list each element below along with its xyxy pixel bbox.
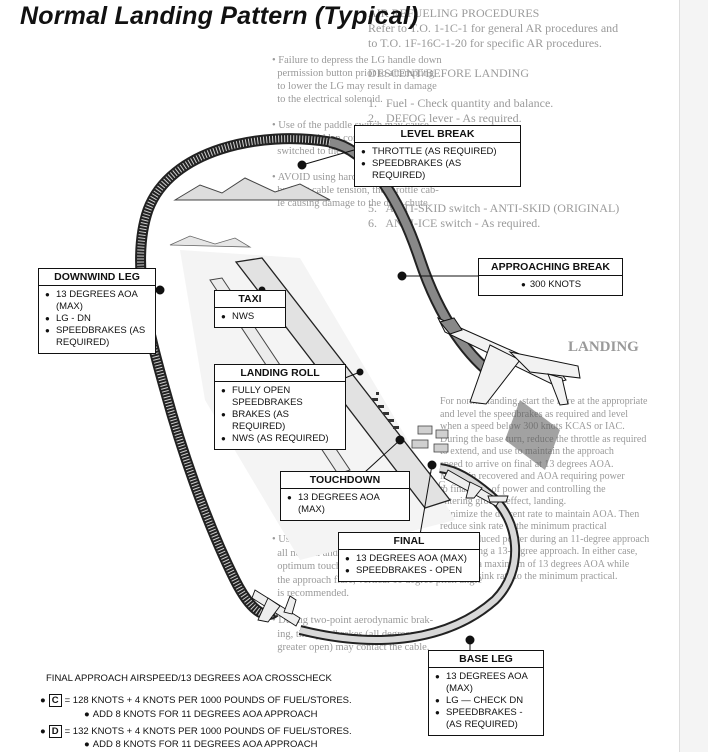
callout-level-break: LEVEL BREAK THROTTLE (AS REQUIRED) SPEED… bbox=[354, 125, 521, 187]
callout-item: 13 DEGREES AOA (MAX) bbox=[435, 671, 538, 695]
callout-title: APPROACHING BREAK bbox=[479, 259, 622, 276]
callout-taxi: TAXI NWS bbox=[214, 290, 286, 328]
callout-title: LANDING ROLL bbox=[215, 365, 345, 382]
callout-item: SPEEDBRAKES (AS REQUIRED) bbox=[45, 325, 150, 349]
callout-item: 13 DEGREES AOA (MAX) bbox=[345, 553, 474, 565]
callout-downwind-leg: DOWNWIND LEG 13 DEGREES AOA (MAX) LG - D… bbox=[38, 268, 156, 354]
page-title: Normal Landing Pattern (Typical) bbox=[20, 2, 419, 31]
callout-item: THROTTLE (AS REQUIRED) bbox=[361, 146, 515, 158]
callout-final: FINAL 13 DEGREES AOA (MAX) SPEEDBRAKES -… bbox=[338, 532, 480, 582]
crosscheck-d-text: = 132 KNOTS + 4 KNOTS PER 1000 POUNDS OF… bbox=[65, 726, 352, 737]
callout-title: BASE LEG bbox=[429, 651, 543, 668]
crosscheck-heading: FINAL APPROACH AIRSPEED/13 DEGREES AOA C… bbox=[46, 673, 332, 685]
callout-item: SPEEDBRAKES - OPEN bbox=[345, 565, 474, 577]
crosscheck-line-c: ●C= 128 KNOTS + 4 KNOTS PER 1000 POUNDS … bbox=[40, 694, 352, 707]
mountain-range-far bbox=[170, 236, 250, 247]
crosscheck-c-text: = 128 KNOTS + 4 KNOTS PER 1000 POUNDS OF… bbox=[65, 695, 352, 706]
callout-item: 300 KNOTS bbox=[521, 279, 581, 291]
callout-item: LG — CHECK DN bbox=[435, 695, 538, 707]
block-d-badge: D bbox=[49, 725, 62, 738]
callout-item: 13 DEGREES AOA (MAX) bbox=[45, 289, 150, 313]
bullet-icon: ● bbox=[84, 709, 90, 721]
aircraft-final-icon bbox=[444, 470, 508, 506]
callout-item: SPEEDBRAKES - (AS REQUIRED) bbox=[435, 707, 538, 731]
bullet-icon: ● bbox=[84, 739, 90, 751]
callout-approaching-break: APPROACHING BREAK 300 KNOTS bbox=[478, 258, 623, 296]
block-c-badge: C bbox=[49, 694, 62, 707]
callout-item: NWS (AS REQUIRED) bbox=[221, 433, 340, 445]
callout-item: SPEEDBRAKES (AS REQUIRED) bbox=[361, 158, 515, 182]
aircraft-approaching-break-icon bbox=[438, 318, 580, 405]
crosscheck-line-d: ●D= 132 KNOTS + 4 KNOTS PER 1000 POUNDS … bbox=[40, 725, 352, 738]
hangars bbox=[412, 426, 448, 452]
crosscheck-c-add-text: ADD 8 KNOTS FOR 11 DEGREES AOA APPROACH bbox=[93, 709, 318, 720]
callout-landing-roll: LANDING ROLL FULLY OPEN SPEEDBRAKES BRAK… bbox=[214, 364, 346, 450]
callout-base-leg: BASE LEG 13 DEGREES AOA (MAX) LG — CHECK… bbox=[428, 650, 544, 736]
callout-title: FINAL bbox=[339, 533, 479, 550]
bullet-icon: ● bbox=[40, 726, 46, 738]
mountain-range bbox=[175, 178, 330, 200]
bullet-icon: ● bbox=[40, 695, 46, 707]
approach-shadow bbox=[505, 400, 560, 470]
callout-item: NWS bbox=[221, 311, 280, 323]
callout-title: LEVEL BREAK bbox=[355, 126, 520, 143]
crosscheck-line-d-add: ●ADD 8 KNOTS FOR 11 DEGREES AOA APPROACH bbox=[84, 739, 317, 751]
callout-item: LG - DN bbox=[45, 313, 150, 325]
callout-item: BRAKES (AS REQUIRED) bbox=[221, 409, 340, 433]
callout-item: 13 DEGREES AOA (MAX) bbox=[287, 492, 404, 516]
callout-item: FULLY OPEN SPEEDBRAKES bbox=[221, 385, 340, 409]
callout-touchdown: TOUCHDOWN 13 DEGREES AOA (MAX) bbox=[280, 471, 410, 521]
callout-title: TAXI bbox=[215, 291, 285, 308]
crosscheck-d-add-text: ADD 8 KNOTS FOR 11 DEGREES AOA APPROACH bbox=[93, 739, 318, 750]
callout-title: TOUCHDOWN bbox=[281, 472, 409, 489]
crosscheck-line-c-add: ●ADD 8 KNOTS FOR 11 DEGREES AOA APPROACH bbox=[84, 709, 317, 721]
callout-title: DOWNWIND LEG bbox=[39, 269, 155, 286]
